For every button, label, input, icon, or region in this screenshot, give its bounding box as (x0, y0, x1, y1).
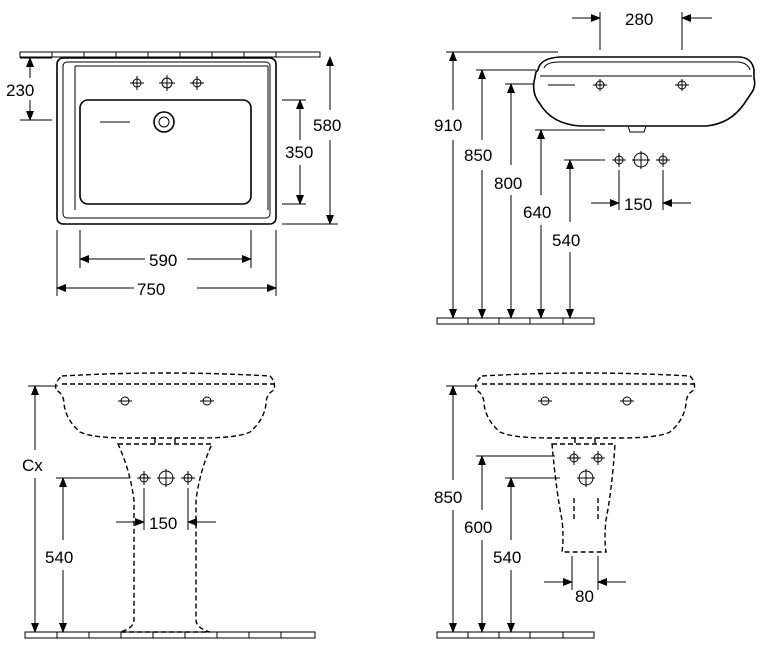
dim-540-pedestal: 540 (45, 548, 73, 567)
front-view-pedestal: 150 Cx 540 (22, 372, 316, 639)
wall-line (19, 51, 321, 58)
dim-910: 910 (434, 116, 462, 135)
dim-540-half: 540 (493, 548, 521, 567)
supply-holes-icon (137, 469, 195, 487)
dim-640: 640 (523, 203, 551, 222)
basin-rim (62, 61, 271, 219)
tap-hole-icon (118, 396, 214, 406)
basin-dashed (54, 372, 276, 439)
dim-230: 230 (6, 81, 34, 100)
dim-750: 750 (137, 280, 165, 299)
dim-80: 80 (575, 587, 594, 606)
basin-profile (532, 56, 756, 127)
dim-540: 540 (552, 231, 580, 250)
dim-850: 850 (464, 146, 492, 165)
dim-350: 350 (285, 143, 313, 162)
supply-holes-icon (567, 451, 605, 487)
dim-590: 590 (149, 251, 177, 270)
floor-line (436, 317, 595, 325)
front-view-half-pedestal: 80 850 600 540 (434, 372, 696, 639)
dim-580: 580 (313, 116, 341, 135)
floor-line (24, 631, 316, 639)
dim-850-half: 850 (434, 488, 462, 507)
half-pedestal-dashed (551, 443, 616, 553)
basin-bowl (79, 99, 252, 205)
dim-800: 800 (494, 174, 522, 193)
tap-holes (130, 75, 204, 91)
basin-dashed (474, 372, 696, 439)
pedestal-dashed (116, 443, 214, 633)
drain-icon (100, 111, 175, 133)
top-view: 230 580 350 590 750 (6, 51, 341, 299)
dim-cx: Cx (22, 456, 43, 475)
dim-150-pedestal: 150 (149, 514, 177, 533)
tap-hole-icon (538, 396, 634, 406)
basin-outer (56, 57, 277, 225)
floor-line (436, 631, 595, 639)
supply-holes-icon (612, 151, 670, 169)
tap-hole-icon (548, 79, 689, 91)
dim-600-half: 600 (464, 518, 492, 537)
dim-280: 280 (625, 10, 653, 29)
dim-150-side: 150 (624, 195, 652, 214)
side-view: 280 910 850 800 640 540 150 (434, 10, 756, 325)
